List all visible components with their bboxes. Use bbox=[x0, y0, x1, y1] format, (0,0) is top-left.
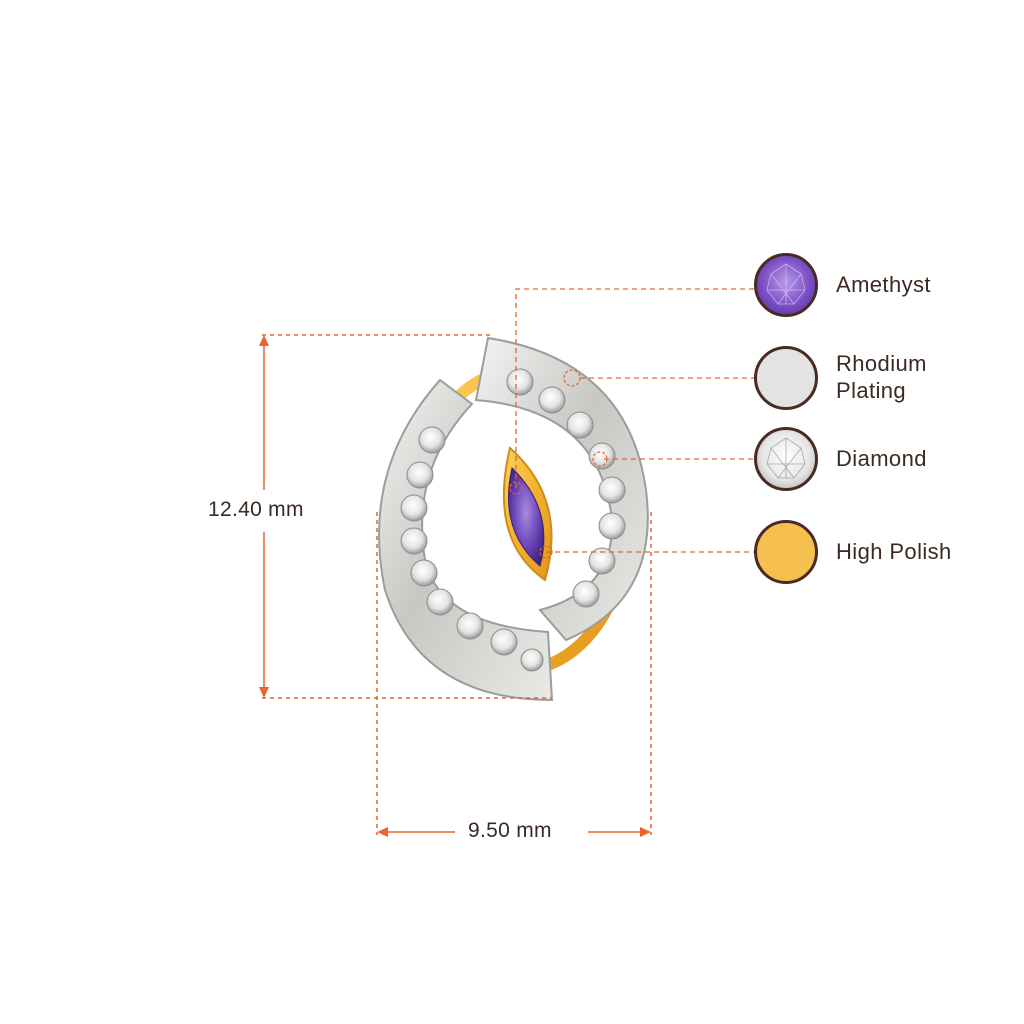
dimension-lines bbox=[259, 334, 652, 837]
legend-item-high-polish: High Polish bbox=[754, 520, 1014, 590]
legend-item-amethyst: Amethyst bbox=[754, 253, 1014, 323]
marquise-amethyst bbox=[508, 467, 545, 567]
width-arrow-right bbox=[640, 827, 651, 837]
earring bbox=[378, 336, 649, 702]
legend-label-rhodium: Rhodium Plating bbox=[836, 351, 927, 403]
amethyst-leader bbox=[515, 288, 754, 488]
width-arrow-left bbox=[377, 827, 388, 837]
legend-item-rhodium: Rhodium Plating bbox=[754, 346, 1014, 416]
leader-markers bbox=[509, 369, 608, 559]
high-polish-swatch-icon bbox=[754, 520, 818, 584]
legend-leaders bbox=[515, 288, 754, 553]
legend-label-diamond: Diamond bbox=[836, 446, 927, 471]
height-dimension-label: 12.40 mm bbox=[208, 498, 304, 521]
legend-item-diamond: Diamond bbox=[754, 427, 1014, 497]
width-dimension-label: 9.50 mm bbox=[468, 819, 552, 842]
legend-label-high-polish: High Polish bbox=[836, 539, 952, 564]
height-arrow-up bbox=[259, 335, 269, 346]
legend-label-amethyst: Amethyst bbox=[836, 272, 931, 297]
left-diamonds bbox=[400, 426, 544, 672]
amethyst-gem-icon bbox=[754, 253, 818, 317]
height-arrow-down bbox=[259, 687, 269, 698]
rhodium-swatch-icon bbox=[754, 346, 818, 410]
right-diamonds bbox=[506, 368, 626, 608]
diamond-gem-icon bbox=[754, 427, 818, 491]
